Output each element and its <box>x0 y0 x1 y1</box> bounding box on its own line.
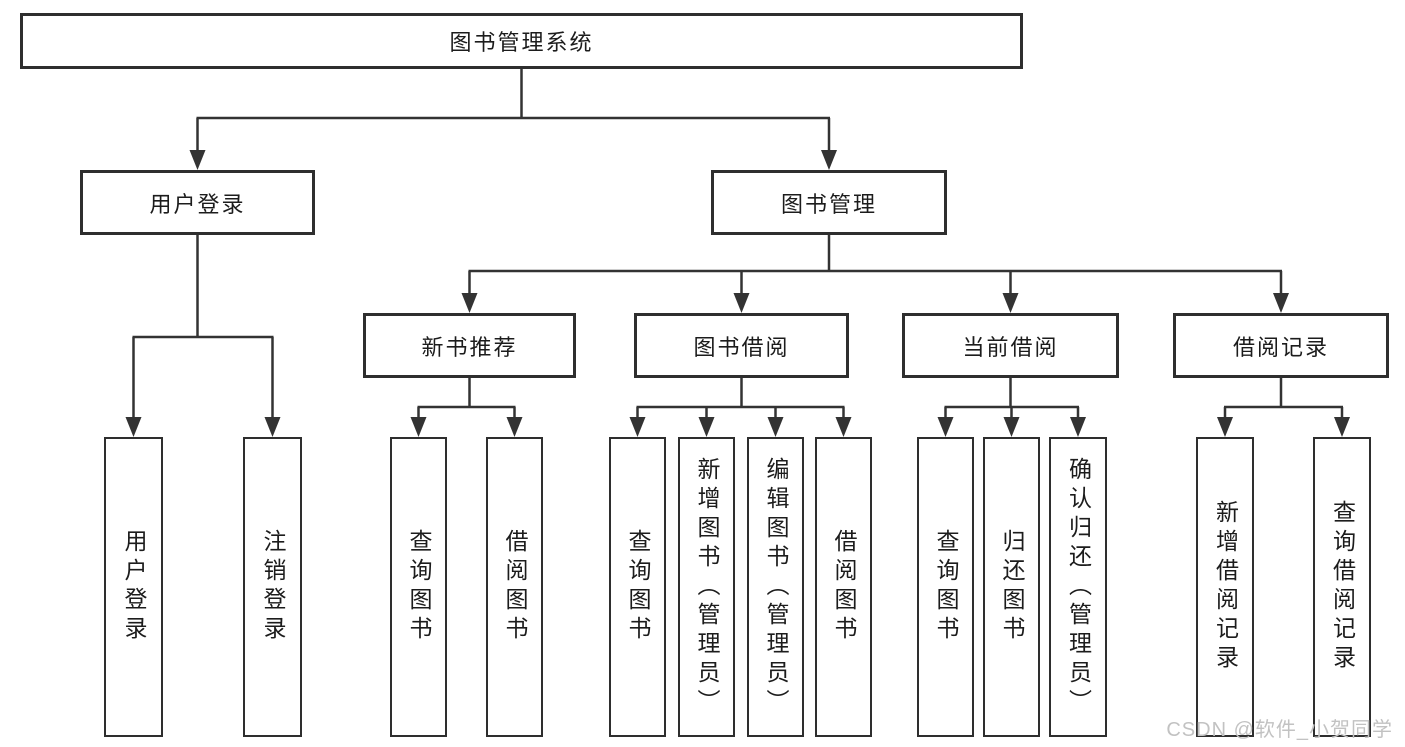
leaf-query-borrow-record: 查询借阅记录 <box>1313 437 1371 737</box>
arrowhead-icon <box>1070 417 1086 437</box>
connector-book-mgmt-to-level3 <box>461 235 1289 313</box>
arrowhead-icon <box>629 417 646 437</box>
arrowhead-icon <box>410 417 427 437</box>
node-current-borrow: 当前借阅 <box>902 313 1119 378</box>
node-label: 图书管理 <box>780 191 877 217</box>
node-new-book-recommend: 新书推荐 <box>363 313 576 378</box>
leaf-label: 借阅图书 <box>831 529 857 645</box>
arrowhead-icon <box>1273 293 1289 313</box>
leaf-label: 查询借阅记录 <box>1329 500 1356 674</box>
leaf-label: 查询图书 <box>933 529 959 645</box>
node-book-management: 图书管理 <box>711 170 947 235</box>
arrowhead-icon <box>733 293 750 313</box>
leaf-label: 注销登录 <box>260 529 286 645</box>
leaf-label: 用户登录 <box>121 529 147 645</box>
arrowhead-icon <box>264 417 281 437</box>
connector-book-borrow-to-leaves <box>629 378 852 437</box>
leaf-current-query-book: 查询图书 <box>917 437 974 737</box>
arrowhead-icon <box>1002 293 1019 313</box>
arrowhead-icon <box>1217 417 1233 437</box>
node-label: 当前借阅 <box>962 334 1059 360</box>
arrowhead-icon <box>125 417 142 437</box>
node-borrow-record: 借阅记录 <box>1173 313 1389 378</box>
node-root-system: 图书管理系统 <box>20 13 1023 69</box>
arrowhead-icon <box>821 150 837 170</box>
connector-user-login-to-leaves <box>125 235 281 437</box>
arrowhead-icon <box>767 417 784 437</box>
leaf-confirm-return-admin: 确认归还（管理员） <box>1049 437 1107 737</box>
connector-borrow-record-to-leaves <box>1217 378 1350 437</box>
leaf-label: 借阅图书 <box>502 529 528 645</box>
leaf-newbook-borrow-book: 借阅图书 <box>486 437 543 737</box>
connector-new-book-to-leaves <box>410 378 523 437</box>
arrowhead-icon <box>835 417 852 437</box>
node-label: 用户登录 <box>149 191 246 217</box>
leaf-edit-book-admin: 编辑图书（管理员） <box>747 437 804 737</box>
arrowhead-icon <box>461 293 478 313</box>
leaf-label: 新增图书（管理员） <box>694 456 720 718</box>
arrowhead-icon <box>1003 417 1020 437</box>
node-book-borrow: 图书借阅 <box>634 313 849 378</box>
leaf-logout: 注销登录 <box>243 437 302 737</box>
arrowhead-icon <box>1334 417 1350 437</box>
connector-current-borrow-to-leaves <box>937 378 1086 437</box>
arrowhead-icon <box>937 417 954 437</box>
leaf-label: 查询图书 <box>406 529 432 645</box>
leaf-add-borrow-record: 新增借阅记录 <box>1196 437 1254 737</box>
leaf-user-login: 用户登录 <box>104 437 163 737</box>
leaf-return-book: 归还图书 <box>983 437 1040 737</box>
node-label: 新书推荐 <box>421 334 518 360</box>
leaf-label: 查询图书 <box>625 529 651 645</box>
connector-root-to-level2 <box>189 69 837 170</box>
leaf-label: 归还图书 <box>999 529 1025 645</box>
arrowhead-icon <box>189 150 206 170</box>
node-user-login-branch: 用户登录 <box>80 170 315 235</box>
leaf-newbook-query-book: 查询图书 <box>390 437 447 737</box>
node-label: 借阅记录 <box>1232 334 1329 360</box>
leaf-borrow-book: 借阅图书 <box>815 437 872 737</box>
leaf-add-book-admin: 新增图书（管理员） <box>678 437 735 737</box>
arrowhead-icon <box>698 417 715 437</box>
node-label: 图书借阅 <box>693 334 790 360</box>
arrowhead-icon <box>506 417 523 437</box>
leaf-label: 新增借阅记录 <box>1212 500 1239 674</box>
watermark: CSDN @软件_小贺同学 <box>1166 719 1393 741</box>
leaf-borrow-query-book: 查询图书 <box>609 437 666 737</box>
leaf-label: 确认归还（管理员） <box>1065 456 1092 718</box>
leaf-label: 编辑图书（管理员） <box>763 456 789 718</box>
node-label: 图书管理系统 <box>449 30 594 55</box>
